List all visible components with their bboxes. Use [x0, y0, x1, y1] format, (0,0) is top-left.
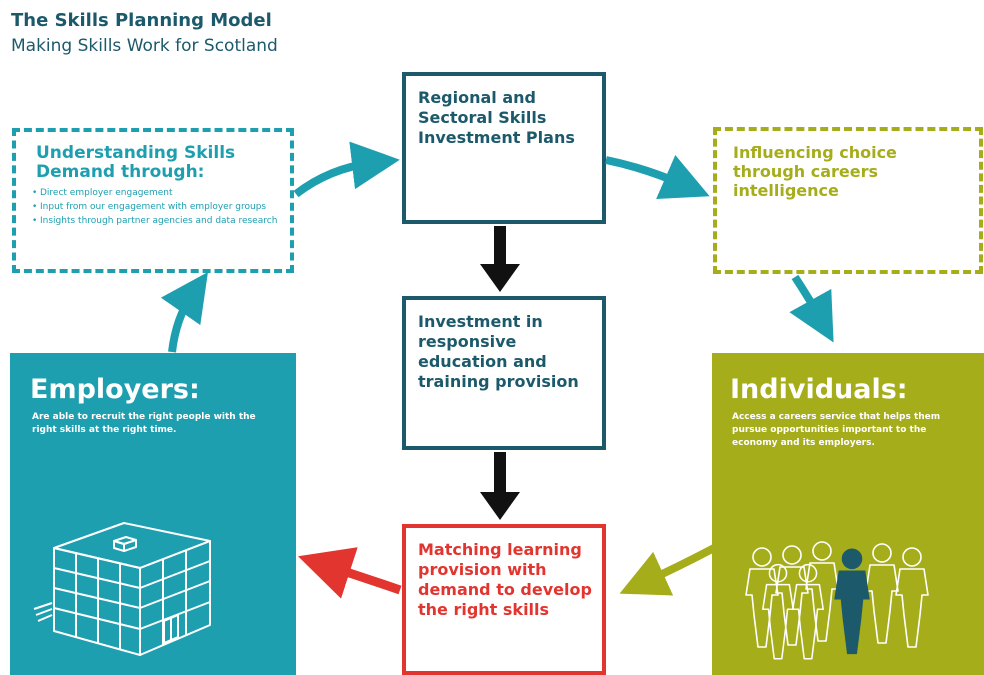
understanding-list: Direct employer engagement Input from ou… [32, 188, 287, 230]
arrow-matching-to-employers [298, 547, 402, 599]
individuals-heading: Individuals: [730, 374, 908, 405]
influencing-choice-box: Influencing choice through careers intel… [713, 127, 983, 274]
investment-box: Investment in responsive education and t… [402, 296, 606, 450]
arrow-understanding-to-regional [293, 141, 400, 198]
employers-heading: Employers: [30, 374, 200, 405]
understanding-item: Input from our engagement with employer … [32, 202, 287, 213]
individuals-block: Individuals: Access a careers service th… [712, 353, 984, 675]
diagram-title: The Skills Planning Model [11, 10, 272, 31]
building-illustration [33, 522, 211, 656]
arrow-influencing-to-individuals [789, 274, 834, 343]
arrow-employers-to-understanding [160, 272, 208, 353]
arrow-individuals-to-matching [619, 544, 716, 596]
understanding-item: Insights through partner agencies and da… [32, 216, 287, 227]
arrow-regional-to-investment [480, 226, 520, 292]
employers-block: Employers: Are able to recruit the right… [10, 353, 296, 675]
regional-plans-text: Regional and Sectoral Skills Investment … [418, 88, 575, 147]
regional-plans-box: Regional and Sectoral Skills Investment … [402, 72, 606, 224]
individuals-description: Access a careers service that helps them… [732, 412, 941, 448]
influencing-choice-text: Influencing choice through careers intel… [733, 143, 897, 200]
diagram-subtitle: Making Skills Work for Scotland [11, 36, 278, 56]
investment-text: Investment in responsive education and t… [418, 312, 579, 391]
understanding-demand-box: Understanding Skills Demand through: Dir… [12, 128, 294, 273]
matching-box: Matching learning provision with demand … [402, 524, 606, 675]
arrow-investment-to-matching [480, 452, 520, 520]
understanding-item: Direct employer engagement [32, 188, 287, 199]
matching-text: Matching learning provision with demand … [418, 540, 592, 619]
arrow-regional-to-influencing [605, 155, 710, 200]
employers-description: Are able to recruit the right people wit… [32, 412, 256, 435]
understanding-heading: Understanding Skills Demand through: [36, 143, 236, 182]
